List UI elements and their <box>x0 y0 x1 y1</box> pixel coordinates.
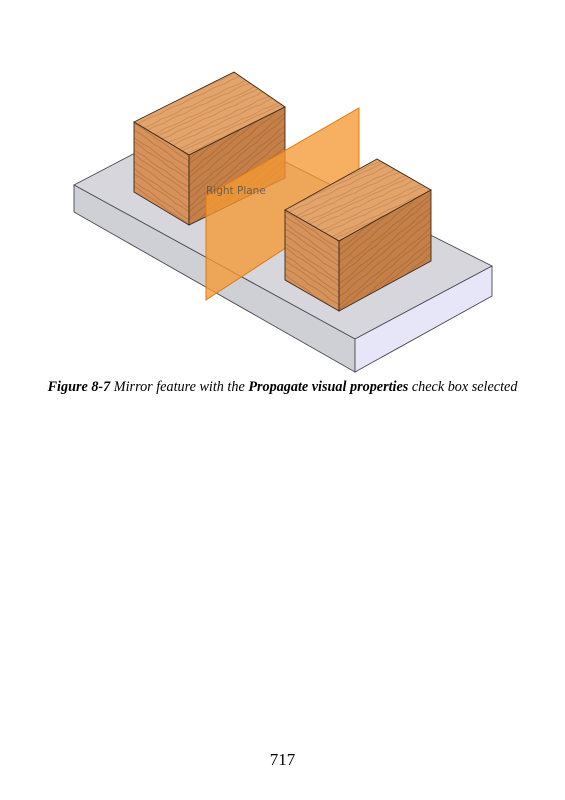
caption-text-before: Mirror feature with the <box>110 379 249 395</box>
figure-label: Figure 8-7 <box>47 379 111 395</box>
mirror-feature-illustration: Right Plane <box>73 71 493 373</box>
right-wood-block <box>284 158 432 312</box>
figure: Right Plane <box>0 0 565 380</box>
base-right-face <box>354 265 493 373</box>
right-plane: Right Plane <box>205 107 360 301</box>
caption-text-after: check box selected <box>408 379 518 395</box>
caption-emphasis: Propagate visual properties <box>248 379 409 395</box>
page-number: 717 <box>269 750 296 769</box>
figure-caption: Figure 8-7 Mirror feature with the Propa… <box>40 378 525 396</box>
right-block-side-face <box>338 189 432 312</box>
right-plane-label: Right Plane <box>206 185 266 197</box>
